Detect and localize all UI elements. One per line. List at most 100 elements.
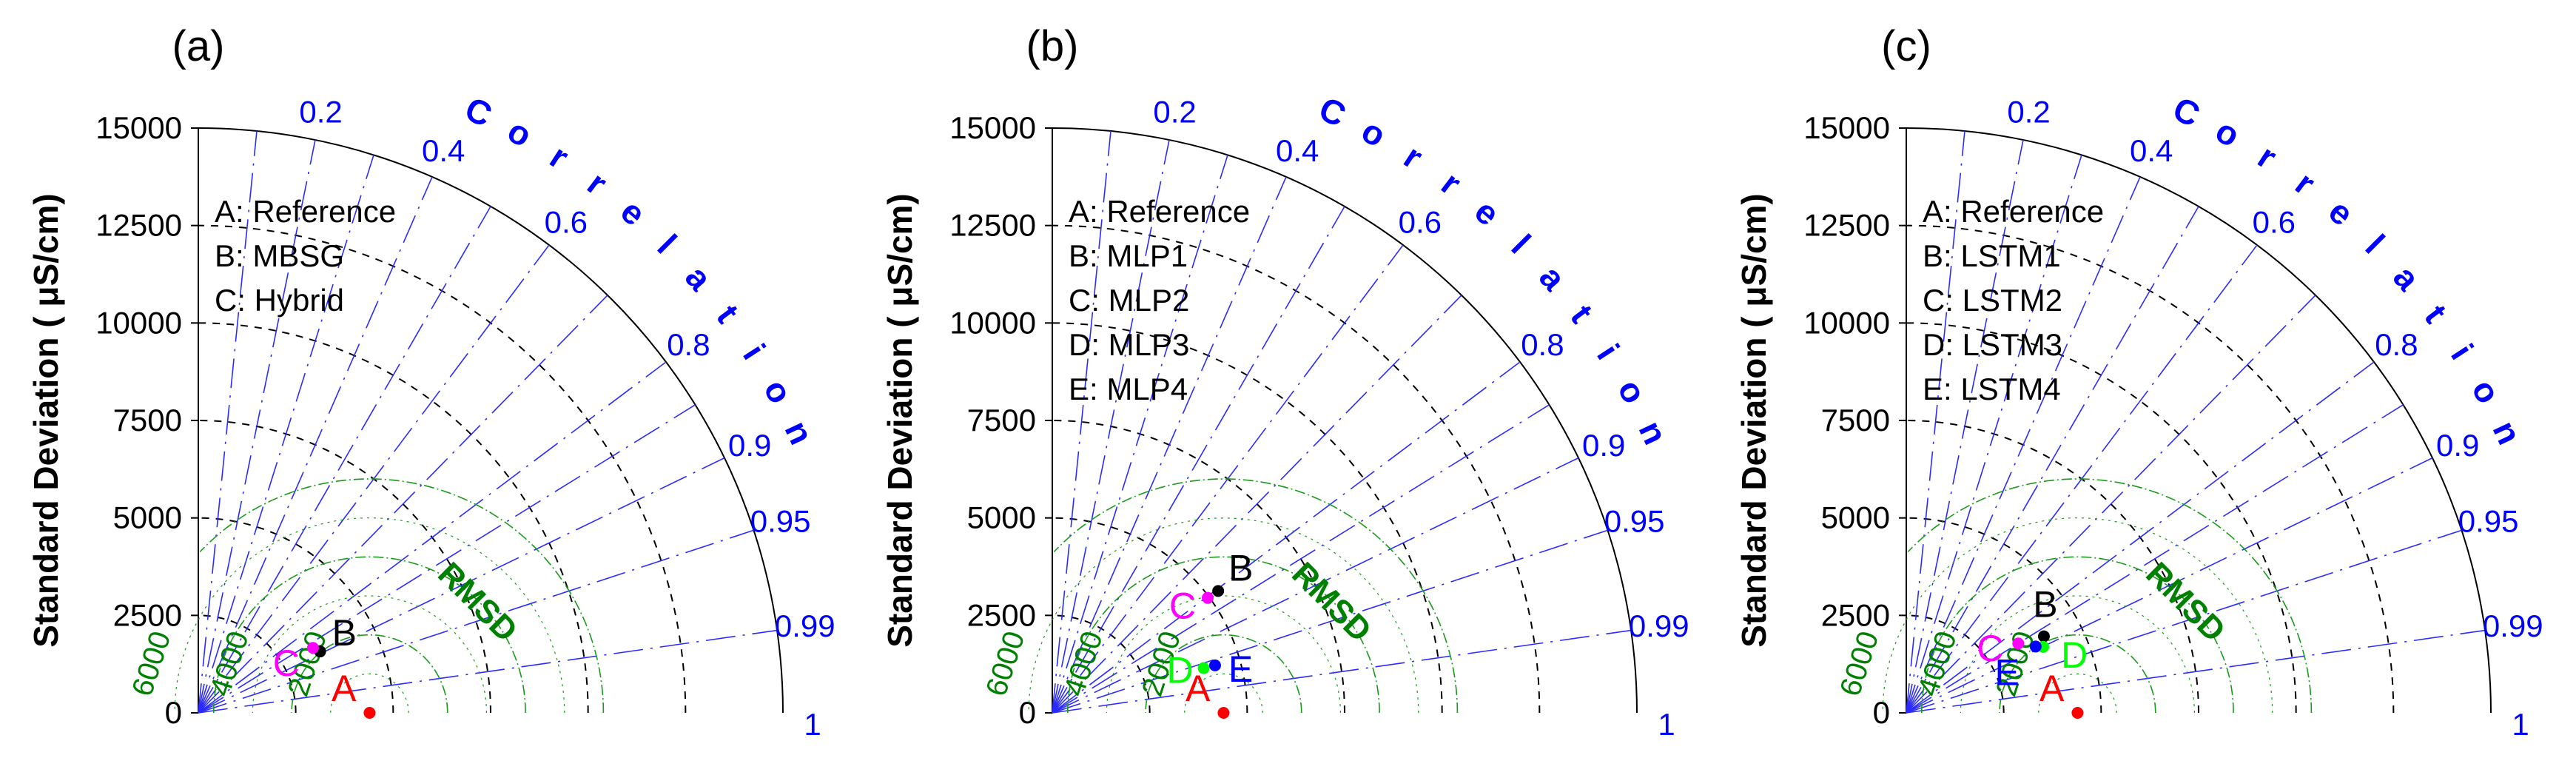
rmsd-arc-minor [1184,674,1263,714]
corr-title-letter: r [2251,137,2283,176]
corr-ray [1052,206,1345,714]
corr-title-letter: t [1563,298,1601,330]
corr-title-letter: o [2209,111,2246,155]
corr-title-letter: C [2168,89,2206,134]
corr-tick-label: 0.4 [2130,133,2173,168]
rmsd-arc [1999,634,2156,714]
corr-tick-label: 0.9 [1582,428,1625,463]
std-tick-label: 15000 [1803,110,1890,145]
legend-entry: C: Hybrid [215,283,344,318]
std-arc [1906,420,2199,714]
corr-ray [198,629,778,714]
corr-ray [1052,295,1462,714]
corr-title-letter: r [1397,137,1429,176]
corr-title-letter: C [460,89,498,134]
outer-arc [198,127,784,714]
std-tick-label: 0 [1873,695,1890,730]
corr-ray [198,139,316,714]
rmsd-arc [213,556,526,714]
rmsd-arc-minor [1882,517,2273,714]
corr-title-letter: C [1314,89,1352,134]
std-tick-label: 10000 [949,305,1036,340]
std-tick-label: 0 [1019,695,1036,730]
point-marker-E [1208,659,1221,671]
legend-entry: B: MLP1 [1069,238,1188,273]
corr-title-letter: r [1434,164,1468,202]
corr-title-letter: l [2358,227,2392,261]
corr-title-letter: t [2417,298,2455,330]
corr-ray [198,295,608,714]
std-arc [1052,224,1541,714]
std-tick-label: 7500 [967,403,1036,437]
std-arc [1052,420,1345,714]
point-label-B: B [2033,584,2057,625]
corr-ray [1906,155,2082,714]
point-label-D: D [1166,650,1193,691]
rmsd-tick-label: 6000 [980,628,1031,700]
corr-title-letter: i [1590,337,1627,366]
corr-title-letter: r [2288,164,2322,202]
corr-ray [1052,529,1608,714]
std-tick-label: 2500 [967,597,1036,632]
corr-ray [1052,361,1521,714]
corr-ray [1906,361,2375,714]
corr-tick-label: 0.2 [1153,95,1196,130]
corr-title-letter: e [613,192,653,233]
corr-ray [1906,295,2316,714]
corr-ray [1052,176,1287,714]
std-tick-label: 2500 [113,597,182,632]
corr-title-letter: n [1632,415,1675,450]
legend-entry: A: Reference [1069,194,1250,229]
legend-entry: B: LSTM1 [1923,238,2061,273]
corr-title-letter: n [778,415,821,450]
corr-tick-label: 0.6 [1399,205,1442,240]
corr-ray [198,130,258,714]
legend-entry: C: LSTM2 [1923,283,2062,318]
legend-entry: E: MLP4 [1069,372,1188,406]
corr-ray [198,361,667,714]
std-tick-label: 5000 [967,500,1036,535]
corr-ray [1052,404,1550,714]
corr-tick-label: 0.8 [1521,327,1564,362]
panel-label: (c) [1881,22,1931,70]
corr-ray [1906,139,2024,714]
corr-tick-label: 1 [1658,707,1675,742]
corr-title-letter: l [1504,227,1538,261]
legend-entry: C: MLP2 [1069,283,1189,318]
y-axis-label: Standard Deviation ( μS/cm) [881,193,919,647]
panel-label: (b) [1026,22,1079,70]
rmsd-arc [199,478,605,714]
std-arc [1052,614,1151,714]
point-marker-A [1217,707,1230,719]
corr-title-letter: a [2386,258,2427,298]
std-tick-label: 12500 [95,208,182,243]
point-marker-C [306,642,319,654]
corr-ray [1052,457,1579,714]
rmsd-tick-label: 6000 [126,628,177,700]
std-tick-label: 10000 [1803,305,1890,340]
legend-entry: D: MLP3 [1069,327,1189,362]
std-arc [198,322,589,714]
point-label-B: B [1228,547,1253,588]
std-tick-label: 2500 [1821,597,1890,632]
corr-title-letter: a [678,258,719,298]
corr-tick-label: 0.8 [667,327,710,362]
corr-ray [1052,155,1228,714]
point-label-C: C [1169,586,1196,627]
std-tick-label: 15000 [95,110,182,145]
corr-ray [1906,457,2433,714]
corr-tick-label: 0.99 [1629,608,1689,643]
std-arc [198,420,491,714]
corr-ray [1906,130,1965,714]
corr-title-letter: n [2486,415,2529,450]
point-marker-A [363,707,376,719]
legend-entry: D: LSTM3 [1923,327,2062,362]
point-marker-E [2029,640,2042,653]
corr-tick-label: 0.4 [422,133,465,168]
rmsd-title: RMSD [2139,555,2232,648]
corr-tick-label: 0.95 [1604,503,1665,538]
std-arc [198,224,687,714]
std-arc [1906,224,2395,714]
corr-ray [198,206,491,714]
